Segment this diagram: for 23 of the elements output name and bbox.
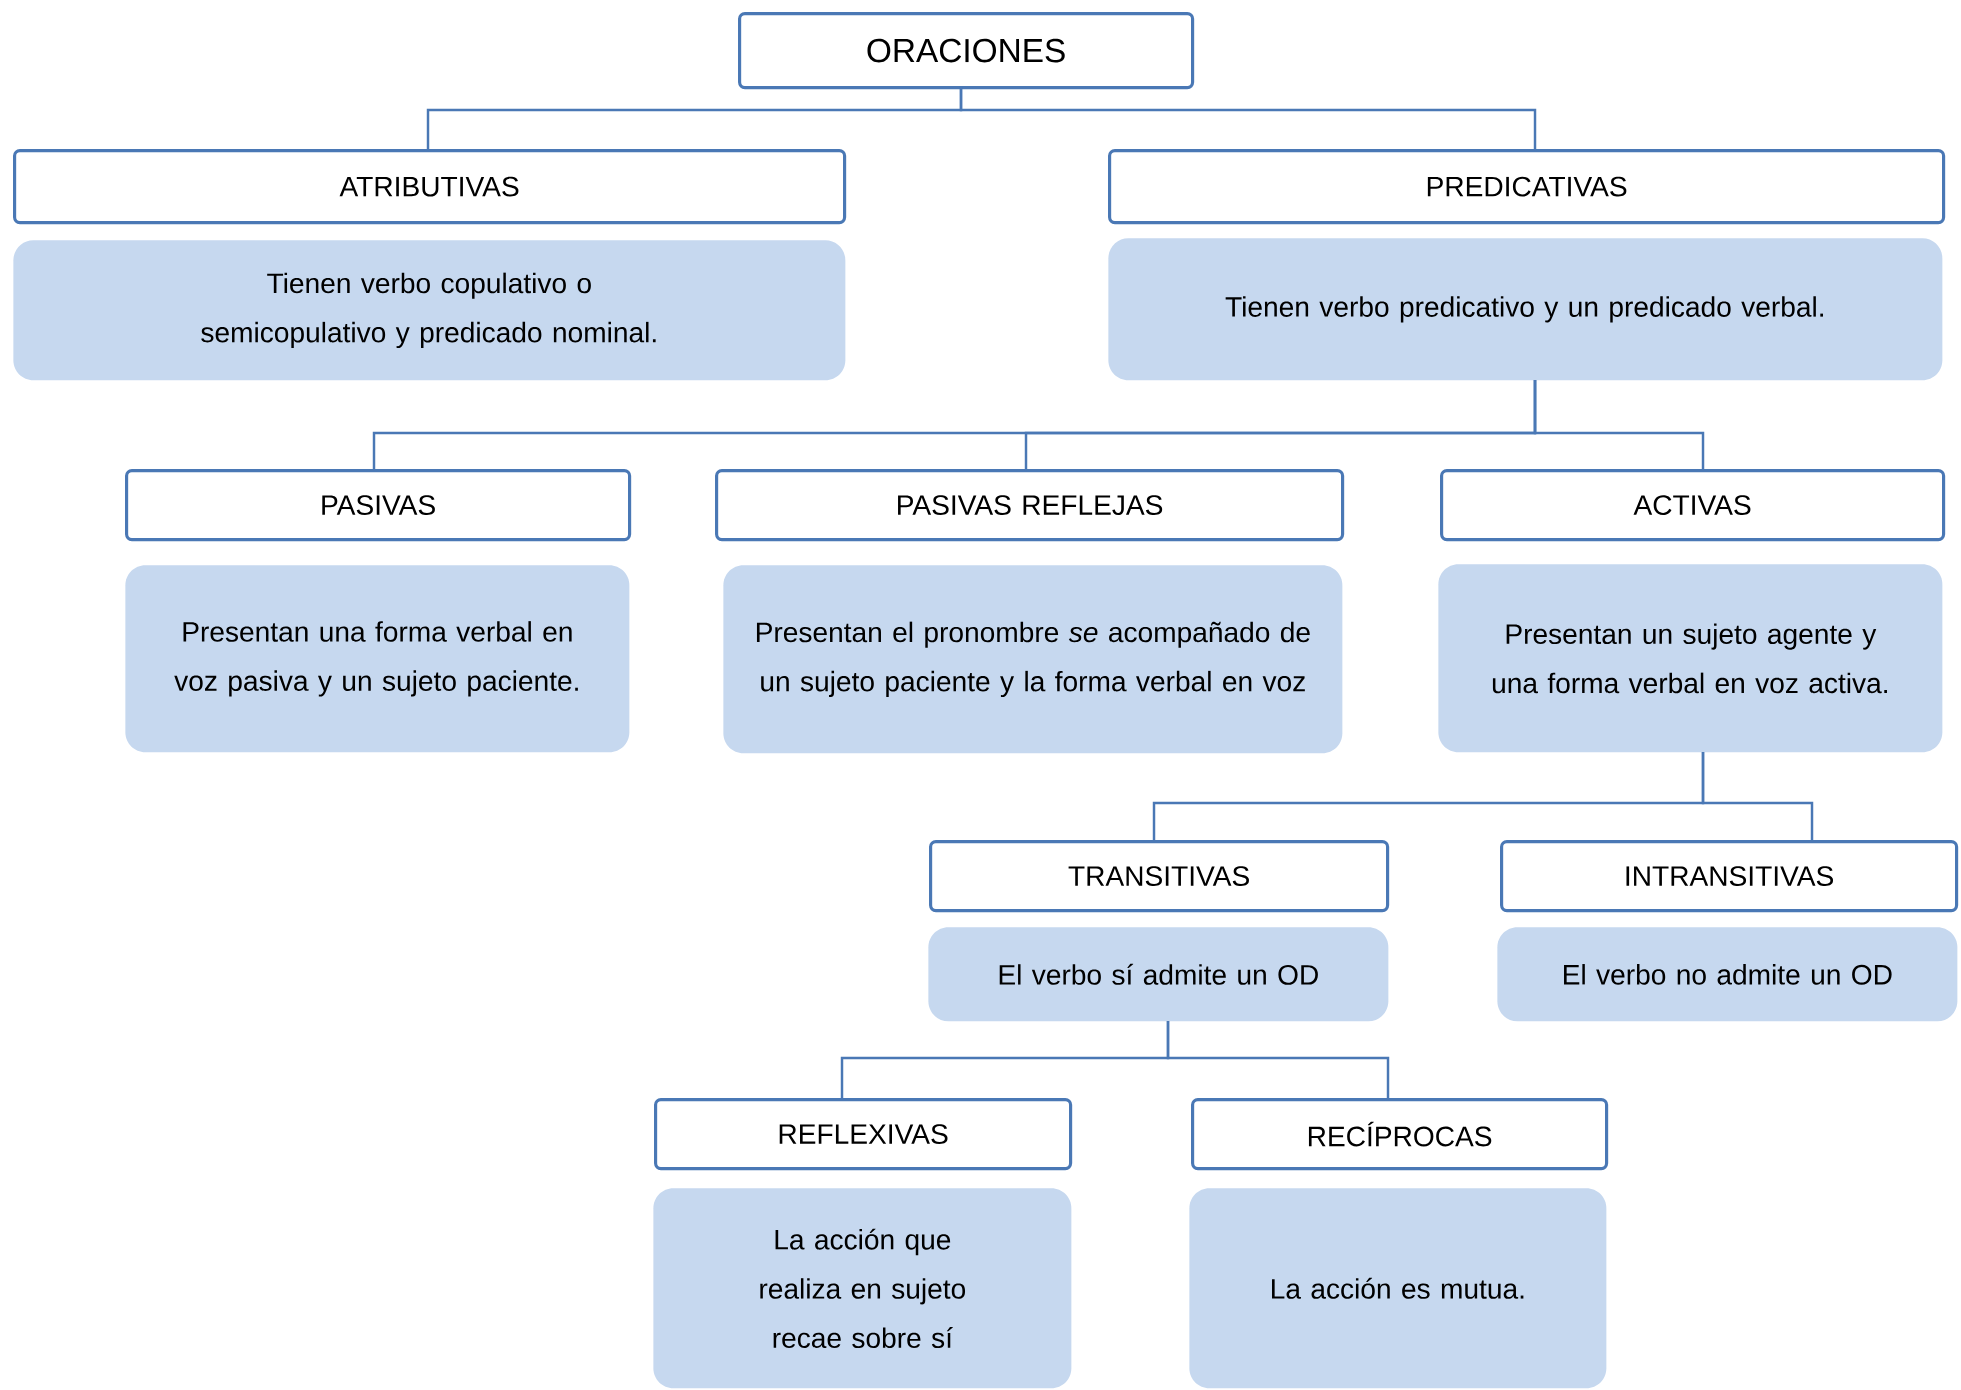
category-box: REFLEXIVAS <box>654 1098 1073 1171</box>
connector-line <box>1701 752 1814 840</box>
description-box: Presentan un sujeto agente y una forma verbal en voz activa. <box>1438 564 1943 753</box>
category-box: PASIVAS REFLEJAS <box>715 469 1345 542</box>
description-box: Presentan una forma verbal en voz pasiva y un sujeto paciente. <box>125 565 630 753</box>
connector-line <box>959 86 1537 149</box>
category-box: INTRANSITIVAS <box>1500 840 1959 913</box>
title-box: ORACIONES <box>738 12 1195 90</box>
description-box: El verbo sí admite un OD <box>928 927 1389 1022</box>
description-box: La acción que realiza en sujeto recae sobre sí <box>653 1188 1072 1389</box>
category-box: ATRIBUTIVAS <box>13 149 847 225</box>
description-box: Tienen verbo predicativo y un predicado verbal. <box>1108 238 1943 381</box>
description-box: Tienen verbo copulativo o semicopulativo y predicado nominal. <box>13 240 846 381</box>
connector-line <box>1166 1021 1390 1098</box>
description-box: El verbo no admite un OD <box>1497 927 1958 1022</box>
category-box: PASIVAS <box>125 469 632 542</box>
category-box: PREDICATIVAS <box>1108 149 1946 225</box>
category-box: ACTIVAS <box>1440 469 1946 542</box>
connector-line <box>1533 380 1705 469</box>
category-box: RECÍPROCAS <box>1191 1098 1609 1171</box>
description-box: Presentan el pronombre se acompañado de un sujeto paciente y la forma verbal en voz <box>723 565 1343 754</box>
category-box: TRANSITIVAS <box>929 840 1390 913</box>
description-box: La acción es mutua. <box>1189 1188 1607 1389</box>
